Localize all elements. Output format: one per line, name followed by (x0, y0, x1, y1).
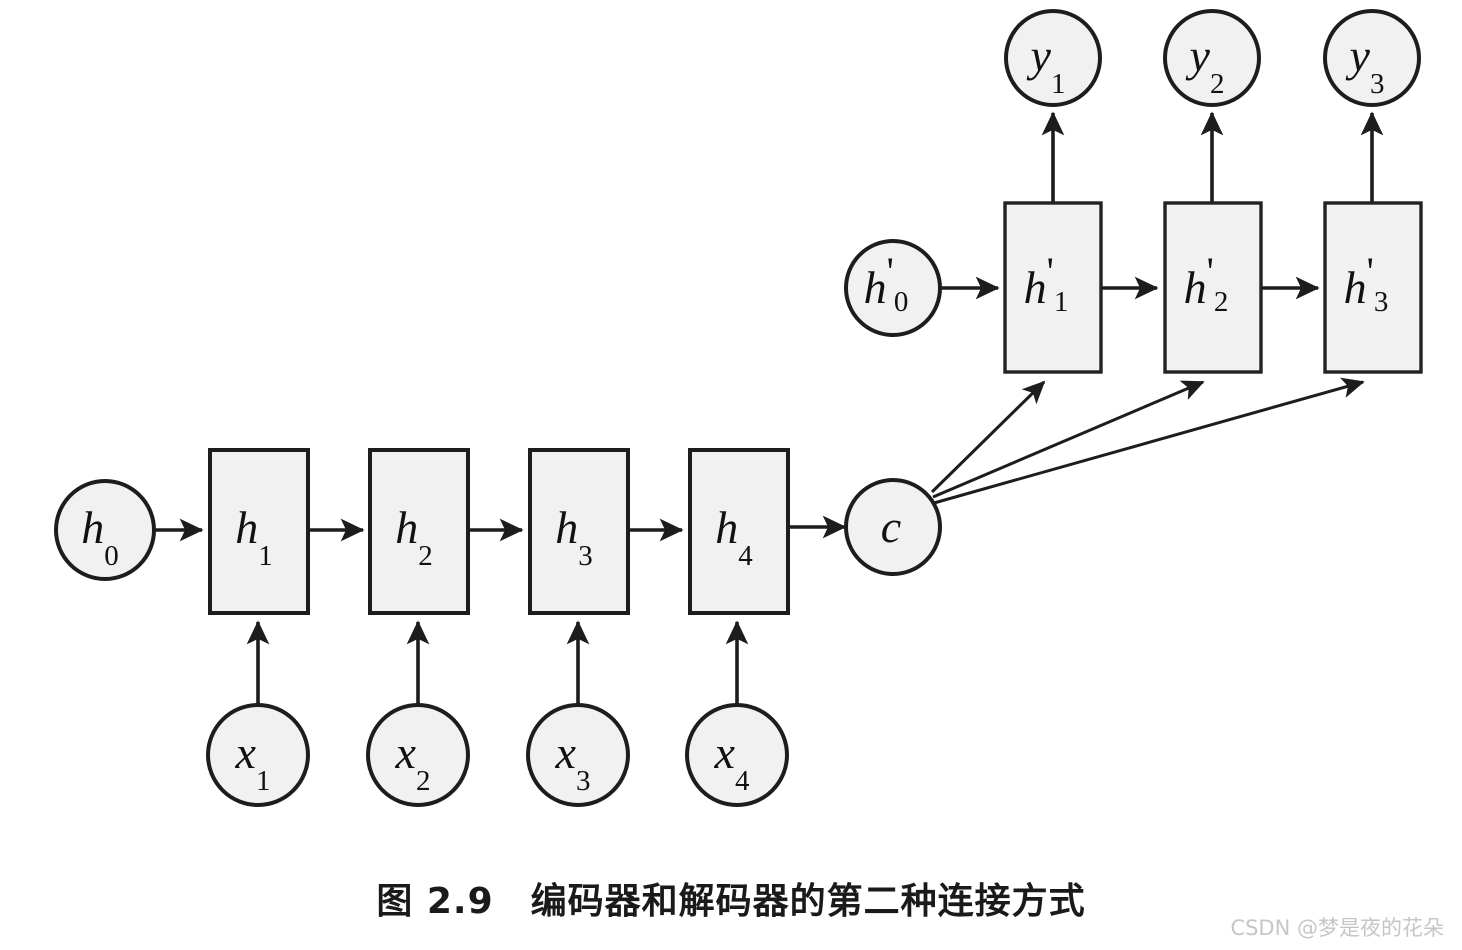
node-label-prime: ' (1047, 249, 1054, 294)
svg-text:h3: h3 (555, 502, 593, 572)
node-input-4[interactable]: x4 (685, 703, 789, 807)
node-label-base: x (714, 727, 736, 778)
node-label-base: x (395, 727, 417, 778)
csdn-watermark: CSDN @梦是夜的花朵 (1230, 916, 1444, 940)
node-decoder-hidden-3[interactable]: h'3 (1323, 201, 1423, 374)
node-label-base: h (235, 502, 258, 553)
node-label-sub: 3 (1374, 286, 1389, 318)
node-encoder-hidden-2[interactable]: h2 (368, 448, 470, 615)
node-label-sub: 2 (1210, 68, 1225, 100)
node-label-base: h (864, 262, 887, 313)
node-output-1[interactable]: y1 (1004, 9, 1102, 107)
svg-text:y3: y3 (1346, 30, 1385, 100)
node-label-base: x (555, 727, 577, 778)
node-label-base: x (235, 727, 257, 778)
svg-text:x4: x4 (714, 727, 750, 797)
node-label-prime: ' (887, 249, 894, 294)
node-label-sub: 0 (104, 540, 119, 572)
node-encoder-hidden-1[interactable]: h1 (208, 448, 310, 615)
node-label-base: y (1346, 30, 1371, 81)
node-label-base: h (715, 502, 738, 553)
svg-text:h'1: h'1 (1024, 249, 1069, 317)
node-label-base: h (555, 502, 578, 553)
node-label-sub: 0 (894, 286, 909, 318)
node-label-sub: 3 (576, 765, 591, 797)
node-encoder-init-state[interactable]: h0 (54, 479, 156, 581)
edge-c-to-hp1 (930, 380, 1046, 494)
node-label-base: h (1024, 262, 1047, 313)
edge-c-to-hp3 (933, 377, 1365, 505)
svg-text:h0: h0 (81, 502, 119, 572)
node-label-sub: 4 (735, 765, 750, 797)
node-decoder-init-state[interactable]: h'0 (844, 239, 942, 337)
svg-text:c: c (881, 501, 901, 552)
svg-text:y1: y1 (1027, 30, 1066, 100)
node-label-sub: 2 (418, 540, 433, 572)
node-encoder-hidden-4[interactable]: h4 (688, 448, 790, 615)
svg-text:h'3: h'3 (1344, 249, 1389, 317)
svg-text:h2: h2 (395, 502, 433, 572)
node-label-sub: 2 (1214, 286, 1229, 318)
svg-text:h'2: h'2 (1184, 249, 1229, 317)
node-label-sub: 3 (578, 540, 593, 572)
node-label-sub: 1 (256, 765, 271, 797)
node-input-1[interactable]: x1 (206, 703, 310, 807)
svg-text:x1: x1 (235, 727, 271, 797)
node-label-base: y (1027, 30, 1052, 81)
node-label-sub: 1 (258, 540, 273, 572)
node-decoder-hidden-1[interactable]: h'1 (1003, 201, 1103, 374)
node-label-base: c (881, 501, 901, 552)
node-label-base: h (1344, 262, 1367, 313)
node-label-sub: 1 (1054, 286, 1069, 318)
node-context-vector[interactable]: c (844, 478, 942, 576)
node-input-2[interactable]: x2 (366, 703, 470, 807)
node-encoder-hidden-3[interactable]: h3 (528, 448, 630, 615)
svg-text:x2: x2 (395, 727, 431, 797)
node-label-base: h (81, 502, 104, 553)
node-output-2[interactable]: y2 (1163, 9, 1261, 107)
edge-c-to-hp2 (932, 380, 1205, 499)
svg-text:h4: h4 (715, 502, 753, 572)
node-label-sub: 1 (1051, 68, 1066, 100)
node-label-base: y (1186, 30, 1211, 81)
svg-text:x3: x3 (555, 727, 591, 797)
node-label-prime: ' (1207, 249, 1214, 294)
node-label-sub: 3 (1370, 68, 1385, 100)
node-label-base: h (1184, 262, 1207, 313)
svg-text:y2: y2 (1186, 30, 1225, 100)
node-label-prime: ' (1367, 249, 1374, 294)
node-label-base: h (395, 502, 418, 553)
node-label-sub: 4 (738, 540, 753, 572)
node-input-3[interactable]: x3 (526, 703, 630, 807)
figure-caption: 图 2.9 编码器和解码器的第二种连接方式 (376, 881, 1086, 922)
svg-text:h'0: h'0 (864, 249, 909, 317)
node-label-sub: 2 (416, 765, 431, 797)
node-decoder-hidden-2[interactable]: h'2 (1163, 201, 1263, 374)
node-output-3[interactable]: y3 (1323, 9, 1421, 107)
svg-text:h1: h1 (235, 502, 273, 572)
